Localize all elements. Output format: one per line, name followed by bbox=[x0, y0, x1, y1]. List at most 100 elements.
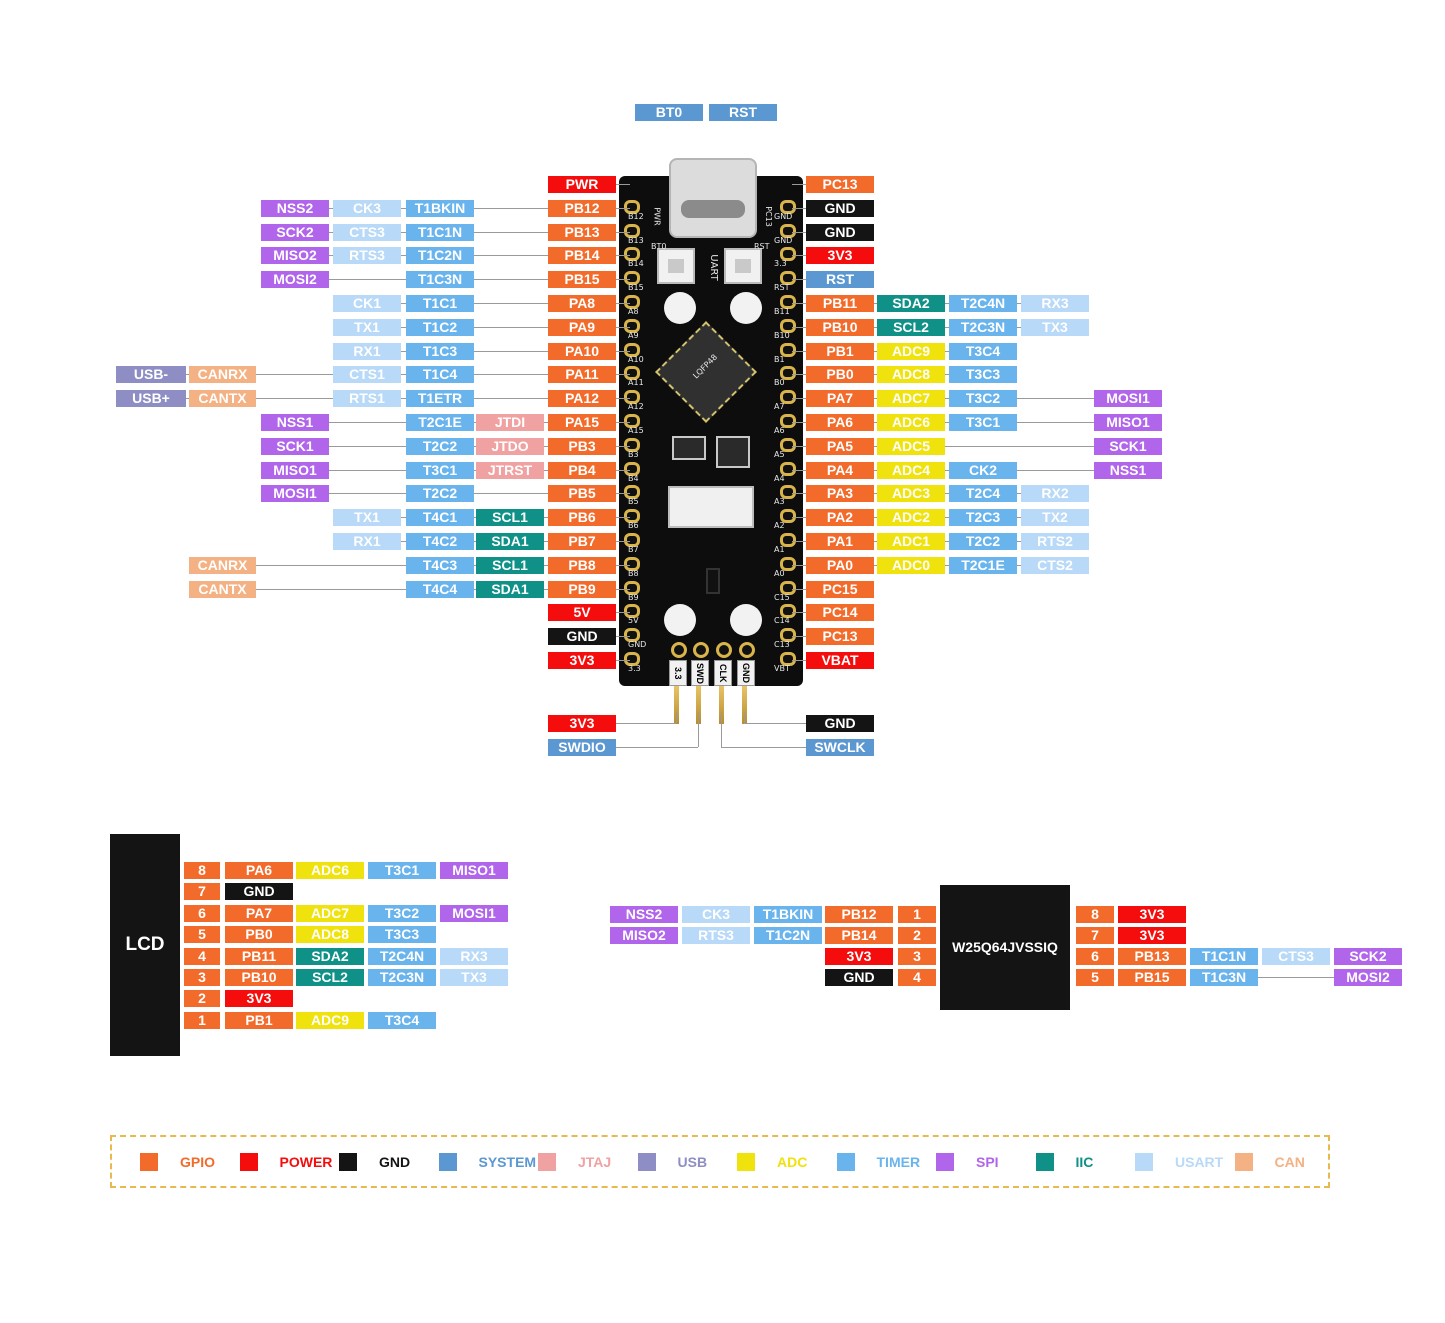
right-pin-3v3: 3V3 bbox=[806, 247, 874, 265]
flash-func-miso2: MISO2 bbox=[610, 927, 678, 944]
swd-gnd: GND bbox=[806, 715, 874, 732]
right-func-adc6: ADC6 bbox=[877, 414, 945, 431]
right-pin-pa6: PA6 bbox=[806, 414, 874, 431]
flash-func-cts3: CTS3 bbox=[1262, 948, 1330, 965]
pin-pad bbox=[780, 556, 796, 571]
left-func-cantx: CANTX bbox=[189, 580, 256, 598]
connector-line bbox=[616, 350, 630, 352]
pin-pad bbox=[780, 295, 796, 309]
silk-pin-label: B15 bbox=[628, 283, 644, 293]
lcd-pin-number: 2 bbox=[184, 990, 220, 1008]
connector-line bbox=[792, 660, 806, 661]
connector-line bbox=[792, 350, 806, 352]
right-pin-pc13: PC13 bbox=[806, 628, 874, 646]
left-func-miso2: MISO2 bbox=[261, 247, 329, 265]
silk-rst: RST bbox=[754, 242, 770, 251]
silk-pin-label: RST bbox=[774, 283, 790, 293]
connector-line bbox=[792, 422, 806, 423]
connector-line bbox=[616, 207, 630, 209]
flash-func-ck3: CK3 bbox=[682, 906, 750, 923]
legend-label-usart: USART bbox=[1175, 1154, 1224, 1170]
legend-label-power: POWER bbox=[279, 1154, 333, 1170]
pin-pad bbox=[624, 509, 640, 524]
silk-pin-label: C14 bbox=[774, 616, 790, 626]
legend-label-system: SYSTEM bbox=[478, 1154, 537, 1170]
connector-line bbox=[744, 723, 806, 724]
silk-pin-label: A10 bbox=[628, 354, 644, 364]
legend-label-usb: USB bbox=[677, 1154, 708, 1170]
connector-line bbox=[721, 712, 722, 747]
legend-swatch-gnd bbox=[339, 1153, 357, 1171]
left-func-rts3: RTS3 bbox=[333, 247, 401, 265]
legend-swatch-iic bbox=[1035, 1153, 1054, 1171]
silk-pin-label: B11 bbox=[774, 307, 790, 316]
silk-pin-label: B9 bbox=[628, 592, 639, 602]
left-pin-pa15: PA15 bbox=[548, 414, 616, 431]
silk-pin-label: A6 bbox=[774, 426, 785, 435]
connector-line bbox=[792, 469, 806, 471]
left-func-sck2: SCK2 bbox=[261, 223, 329, 241]
silk-pin-label: A0 bbox=[774, 568, 785, 578]
pin-pad bbox=[624, 414, 640, 428]
lcd-func-adc6: ADC6 bbox=[296, 862, 364, 879]
right-func-tx2: TX2 bbox=[1021, 509, 1089, 527]
swd-swdio: SWDIO bbox=[548, 739, 616, 756]
right-func-nss1: NSS1 bbox=[1094, 461, 1162, 479]
connector-line bbox=[616, 469, 630, 471]
flash-func-sck2: SCK2 bbox=[1334, 948, 1402, 965]
lcd-func-sda2: SDA2 bbox=[296, 947, 364, 965]
left-func-mosi1: MOSI1 bbox=[261, 485, 329, 503]
silk-pin-label: A4 bbox=[774, 473, 785, 483]
silk-pin-label: C13 bbox=[774, 640, 790, 650]
silk-pin-label: B7 bbox=[628, 545, 639, 554]
left-func-t4c2: T4C2 bbox=[406, 533, 474, 550]
pin-pad bbox=[624, 461, 640, 476]
left-func-rts1: RTS1 bbox=[333, 390, 401, 408]
silk-pin-label: B10 bbox=[774, 330, 790, 340]
connector-line bbox=[616, 636, 630, 638]
right-func-sda2: SDA2 bbox=[877, 295, 945, 312]
lcd-func-scl2: SCL2 bbox=[296, 969, 364, 986]
lcd-func-t3c4: T3C4 bbox=[368, 1011, 436, 1029]
left-func-t1c4: T1C4 bbox=[406, 366, 474, 384]
pin-pad bbox=[780, 247, 796, 262]
pin-pad bbox=[624, 342, 640, 357]
legend-label-iic: IIC bbox=[1075, 1154, 1094, 1170]
left-func-mosi2: MOSI2 bbox=[261, 271, 329, 289]
right-pin-pb10: PB10 bbox=[806, 318, 874, 336]
left-pin-pb3: PB3 bbox=[548, 437, 616, 455]
pin-pad bbox=[780, 580, 796, 595]
left-func-ck3: CK3 bbox=[333, 199, 401, 217]
silk-pin-label: B0 bbox=[774, 378, 785, 388]
right-func-tx3: TX3 bbox=[1021, 318, 1089, 336]
silk-pin-label: B12 bbox=[628, 211, 644, 221]
right-func-t2c4: T2C4 bbox=[949, 485, 1017, 503]
connector-line bbox=[616, 493, 630, 495]
legend-swatch-can bbox=[1234, 1153, 1253, 1171]
connector-line bbox=[616, 588, 630, 590]
lcd-pin-number: 8 bbox=[184, 862, 220, 879]
left-func-t1c3: T1C3 bbox=[406, 342, 474, 360]
left-func-cts3: CTS3 bbox=[333, 223, 401, 241]
lcd-pin-number: 7 bbox=[184, 883, 220, 901]
pin-pad bbox=[780, 199, 796, 214]
lcd-block: LCD bbox=[110, 834, 180, 1056]
flash-pin-number: 7 bbox=[1076, 927, 1114, 944]
pin-pad bbox=[780, 485, 796, 500]
pin-pad bbox=[624, 366, 640, 381]
connector-line bbox=[616, 747, 698, 748]
connector-line bbox=[792, 588, 806, 590]
lcd-func-pb1: PB1 bbox=[225, 1011, 293, 1029]
right-func-scl2: SCL2 bbox=[877, 318, 945, 336]
lcd-func-t2c3n: T2C3N bbox=[368, 969, 436, 986]
connector-line bbox=[616, 541, 630, 542]
pin-pad bbox=[780, 604, 796, 619]
left-func-jtdo: JTDO bbox=[476, 437, 544, 455]
connector-line bbox=[616, 326, 630, 328]
right-pin-pa2: PA2 bbox=[806, 509, 874, 527]
header-pin bbox=[742, 686, 747, 724]
swd-header-label: 3.3 bbox=[669, 660, 687, 686]
right-pin-pb1: PB1 bbox=[806, 342, 874, 360]
connector-line bbox=[616, 445, 630, 447]
